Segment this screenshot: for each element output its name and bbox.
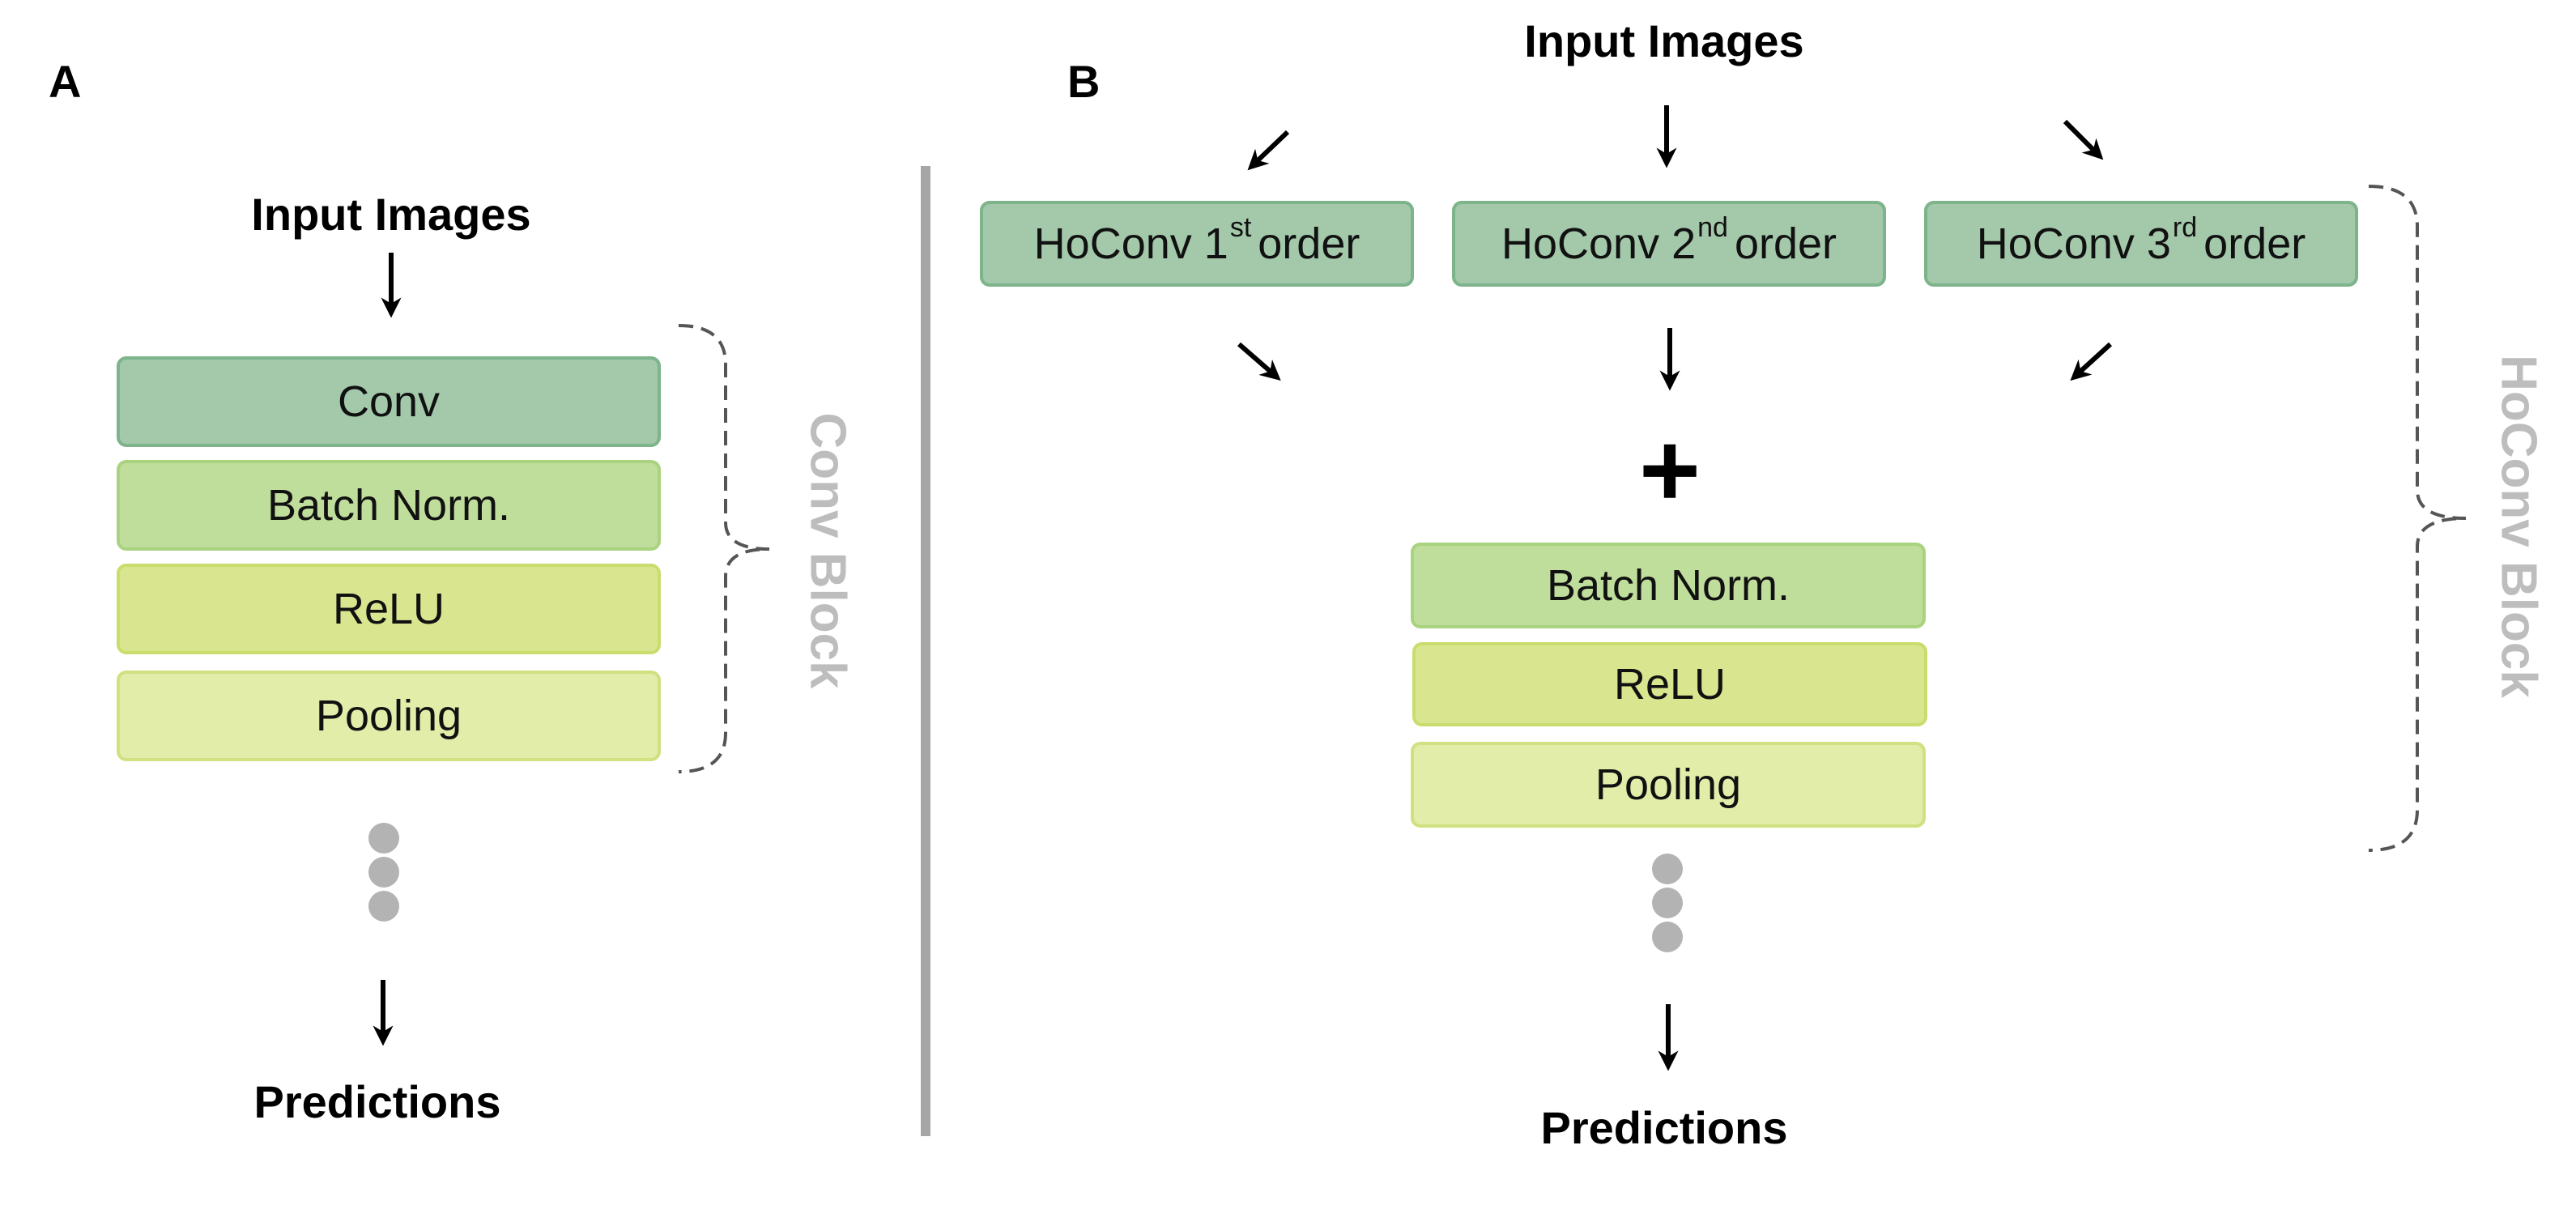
- conv-block-bracket: [678, 324, 770, 773]
- hoconv-1-prefix: HoConv 1: [1033, 219, 1228, 268]
- pooling-block-b: Pooling: [1411, 742, 1926, 828]
- ellipsis-dot-b-3: [1652, 922, 1683, 952]
- hoconv-3-suffix: order: [2203, 219, 2306, 268]
- panel-a-predictions: Predictions: [253, 1076, 501, 1127]
- pooling-block-a: Pooling: [117, 671, 661, 761]
- hoconv-block-bracket: [2368, 185, 2467, 852]
- hoconv-block-label: HoConv Block: [2490, 355, 2547, 698]
- hoconv-3-sup: rd: [2172, 211, 2198, 243]
- ellipsis-dot-a-1: [368, 823, 399, 854]
- ellipsis-dot-a-3: [368, 891, 399, 922]
- panel-a-label: A: [49, 56, 82, 107]
- hoconv-2-sup: nd: [1697, 211, 1728, 243]
- ellipsis-dot-b-2: [1652, 888, 1683, 918]
- hoconv-2-prefix: HoConv 2: [1501, 219, 1697, 268]
- panel-b-predictions: Predictions: [1540, 1102, 1788, 1153]
- arrow-hoconv1-to-sum: [1237, 342, 1281, 381]
- ellipsis-dot-b-1: [1652, 854, 1683, 884]
- conv-block-label: Conv Block: [799, 412, 856, 689]
- hoconv-2-suffix: order: [1734, 219, 1837, 268]
- batch-norm-block-a: Batch Norm.: [117, 460, 661, 551]
- arrow-input-to-hoconv3: [2063, 119, 2104, 160]
- relu-block-b: ReLU: [1412, 642, 1927, 726]
- ellipsis-dot-a-2: [368, 857, 399, 888]
- hoconv-1-suffix: order: [1258, 219, 1360, 268]
- hoconv-1-sup: st: [1229, 211, 1252, 243]
- conv-block: Conv: [117, 356, 661, 447]
- panel-a-input-title: Input Images: [251, 189, 531, 240]
- panel-b-label: B: [1067, 56, 1101, 107]
- batch-norm-block-b: Batch Norm.: [1411, 543, 1926, 628]
- hoconv-3-prefix: HoConv 3: [1976, 219, 2171, 268]
- arrow-input-to-hoconv1: [1247, 130, 1290, 171]
- sum-symbol: +: [1639, 411, 1701, 529]
- panel-b-input-title: Input Images: [1524, 15, 1804, 66]
- arrow-hoconv3-to-sum: [2070, 342, 2113, 381]
- relu-block-a: ReLU: [117, 564, 661, 654]
